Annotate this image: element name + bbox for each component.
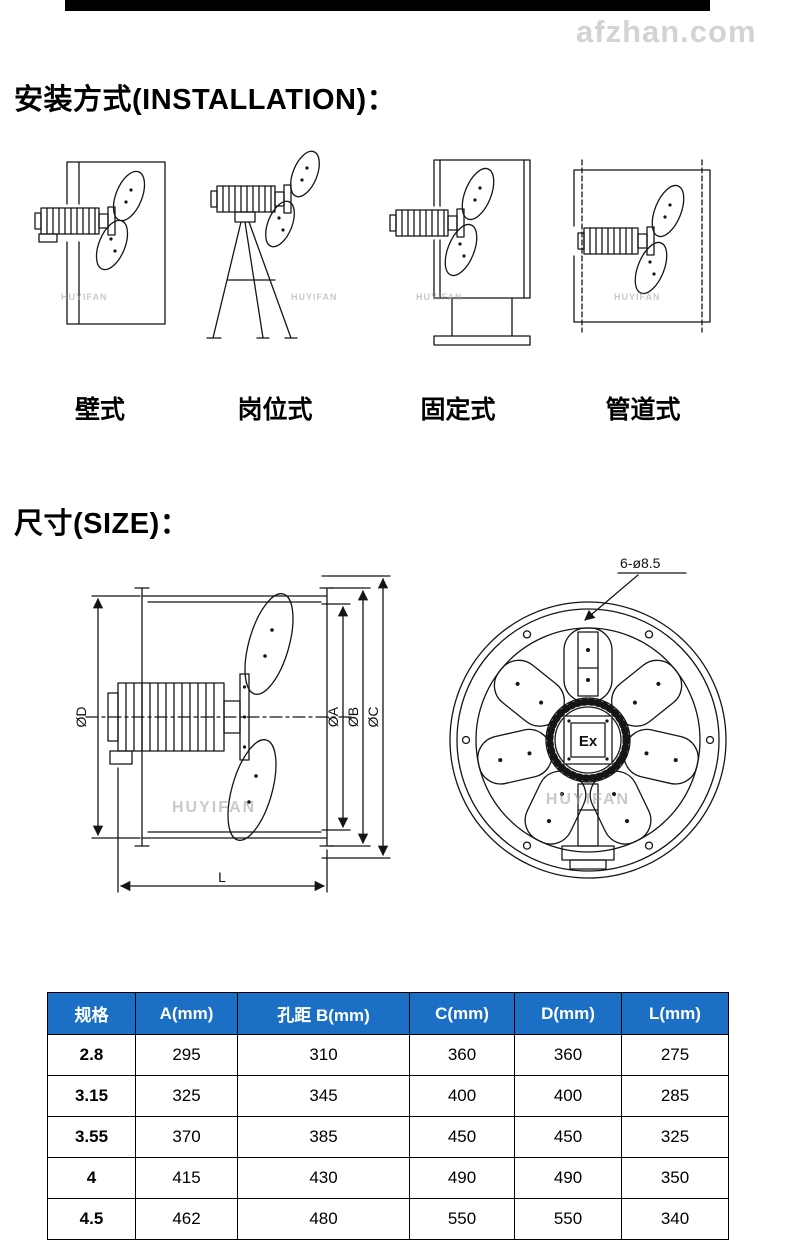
cell-spec: 3.15 (47, 1075, 136, 1117)
size-title: 尺寸(SIZE)： (14, 508, 190, 540)
cell: 310 (237, 1034, 410, 1076)
wall-mount-drawing: HUYIFAN (34, 161, 166, 325)
stand-mount-drawing: HUYIFAN (206, 150, 338, 339)
cell-spec: 2.8 (47, 1034, 136, 1076)
drawing-watermark: HUYIFAN (291, 292, 338, 302)
cell: 325 (621, 1116, 729, 1158)
table-header-row: 规格 A(mm) 孔距 B(mm) C(mm) D(mm) L(mm) (47, 992, 729, 1035)
table-row: 4.5 462 480 550 550 340 (47, 1198, 729, 1240)
dim-label-l: L (218, 869, 226, 885)
cell: 490 (514, 1157, 622, 1199)
installation-figure-duct: HUYIFAN 管道式 (558, 148, 728, 426)
installation-label-duct: 管道式 (605, 395, 681, 424)
drawing-watermark: HUYIFAN (416, 292, 463, 302)
dim-label-b: ØB (345, 707, 361, 727)
cell: 450 (409, 1116, 515, 1158)
installation-figure-fixed: HUYIFAN 固定式 (378, 148, 538, 426)
cell: 370 (135, 1116, 238, 1158)
fixed-mount-drawing: HUYIFAN (389, 159, 531, 346)
header-cell-l: L(mm) (621, 992, 729, 1035)
header-cell-d: D(mm) (514, 992, 622, 1035)
cell: 462 (135, 1198, 238, 1240)
table-row: 4 415 430 490 490 350 (47, 1157, 729, 1199)
cell: 450 (514, 1116, 622, 1158)
header-cell-a: A(mm) (135, 992, 238, 1035)
table-row: 2.8 295 310 360 360 275 (47, 1034, 729, 1076)
installation-figure-stand: HUYIFAN 岗位式 (195, 148, 355, 426)
cell-spec: 4.5 (47, 1198, 136, 1240)
cell: 345 (237, 1075, 410, 1117)
cell: 550 (514, 1198, 622, 1240)
cell: 275 (621, 1034, 729, 1076)
dim-label-d: ØD (73, 707, 89, 728)
cell: 385 (237, 1116, 410, 1158)
cell: 400 (409, 1075, 515, 1117)
table-row: 3.55 370 385 450 450 325 (47, 1116, 729, 1158)
size-side-view-drawing: ØD ØA ØB ØC L HUYIFAN (73, 575, 391, 893)
duct-mount-drawing: HUYIFAN (573, 159, 711, 333)
drawing-watermark: HUYIFAN (546, 791, 630, 808)
cell: 340 (621, 1198, 729, 1240)
cell: 350 (621, 1157, 729, 1199)
table-row: 3.15 325 345 400 400 285 (47, 1075, 729, 1117)
spec-table: 规格 A(mm) 孔距 B(mm) C(mm) D(mm) L(mm) 2.8 … (47, 992, 729, 1240)
top-divider-bar (65, 0, 710, 11)
cell: 295 (135, 1034, 238, 1076)
installation-title: 安装方式(INSTALLATION)： (14, 84, 397, 116)
bolt-holes-label: 6-ø8.5 (620, 555, 661, 571)
cell: 490 (409, 1157, 515, 1199)
cell: 360 (409, 1034, 515, 1076)
cell: 285 (621, 1075, 729, 1117)
installation-label-fixed: 固定式 (420, 395, 496, 424)
site-watermark: afzhan.com (576, 14, 757, 49)
header-cell-c: C(mm) (409, 992, 515, 1035)
drawing-watermark: HUYIFAN (172, 799, 256, 816)
cell-spec: 4 (47, 1157, 136, 1199)
installation-label-wall: 壁式 (74, 395, 125, 424)
installation-label-stand: 岗位式 (237, 395, 313, 424)
ex-mark-label: Ex (579, 733, 598, 750)
dim-label-c: ØC (365, 707, 381, 728)
cell-spec: 3.55 (47, 1116, 136, 1158)
drawing-watermark: HUYIFAN (614, 292, 661, 302)
cell: 360 (514, 1034, 622, 1076)
size-front-view-drawing: 6-ø8.5 Ex HUYIFAN (449, 555, 727, 879)
cell: 430 (237, 1157, 410, 1199)
cell: 480 (237, 1198, 410, 1240)
cell: 325 (135, 1075, 238, 1117)
cell: 550 (409, 1198, 515, 1240)
installation-figure-wall: HUYIFAN 壁式 (25, 148, 175, 426)
dim-label-a: ØA (325, 706, 341, 727)
drawing-watermark: HUYIFAN (61, 292, 108, 302)
header-cell-spec: 规格 (47, 992, 136, 1035)
cell: 415 (135, 1157, 238, 1199)
header-cell-b: 孔距 B(mm) (237, 992, 410, 1035)
cell: 400 (514, 1075, 622, 1117)
